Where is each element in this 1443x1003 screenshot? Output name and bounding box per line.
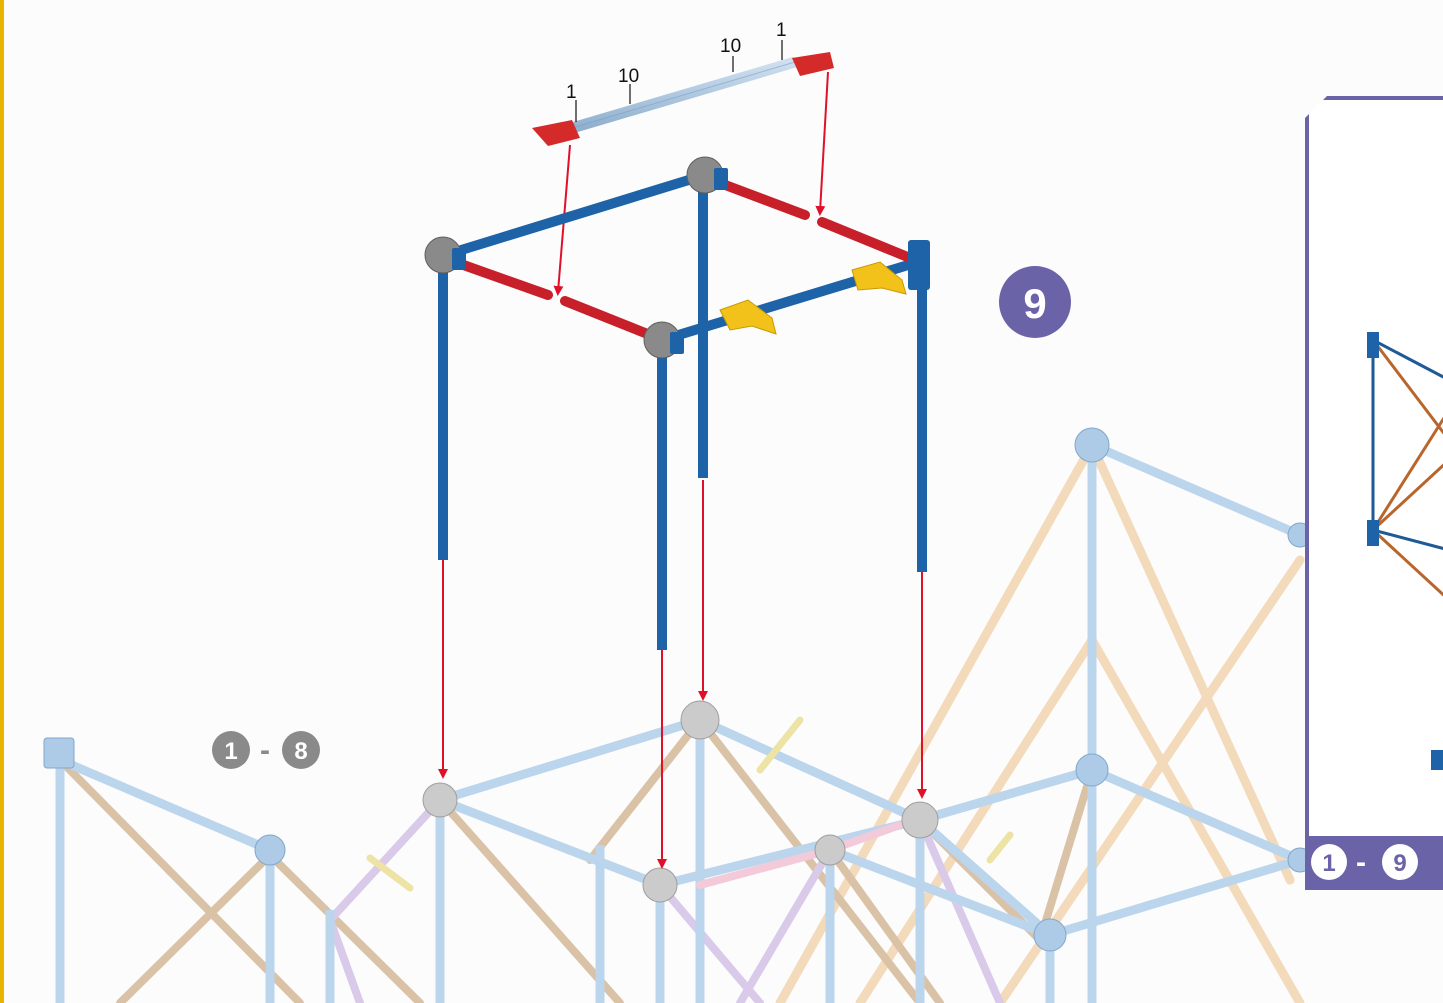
top-rod-assembly [532,40,834,146]
previous-steps-dash: - [260,734,270,767]
inset-steps-from: 1 [1322,850,1335,877]
frame-blue-rods [440,170,923,345]
callout-right-connector: 1 [776,20,787,41]
blue-posts [55,445,1097,1003]
yellow-rods [366,716,1014,892]
left-red-connector [532,120,580,146]
new-frame [424,156,930,650]
frame-red-rods [450,175,915,340]
blue-hubs [43,427,1313,952]
inset-preview-panel [1305,96,1443,890]
existing-structure [43,427,1313,1003]
inset-structure [1367,332,1443,770]
right-red-connector [792,52,834,76]
callout-left-rod: 10 [618,66,639,87]
faded-hubs [422,700,939,903]
frame-legs [438,185,927,650]
inset-steps-to: 9 [1393,850,1406,877]
pink-rods [696,821,904,889]
inset-steps-dash: - [1356,846,1366,879]
previous-steps-badge: 1 - 8 [212,731,320,769]
step-number: 9 [1023,280,1046,327]
blue-rods [55,440,1305,940]
step-badge: 9 [999,266,1071,338]
purple-bracing [326,796,1004,1003]
brown-bracing [56,716,1096,1003]
previous-steps-from: 1 [224,738,237,765]
callout-left-connector: 1 [566,82,577,103]
inset-hub-top [1367,332,1379,358]
inset-hub-mid [1367,520,1379,546]
frame-blue-caps [452,168,930,354]
inset-hub-low [1431,750,1443,770]
page-edge-strip [0,0,4,1003]
yellow-connectors [719,261,907,335]
callout-right-rod: 10 [720,36,741,57]
inset-steps-badge: 1 - 9 [1305,836,1443,886]
previous-steps-to: 8 [294,738,307,765]
